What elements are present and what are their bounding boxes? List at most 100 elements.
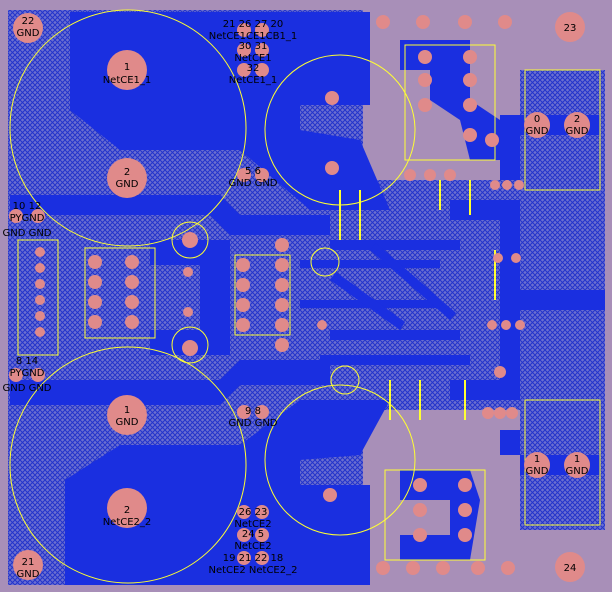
pad[interactable] [413, 528, 427, 542]
pad[interactable] [125, 275, 139, 289]
pad[interactable] [485, 133, 499, 147]
pad[interactable] [237, 43, 251, 57]
pad-right-bot-gnd-1a[interactable] [524, 452, 550, 478]
pad[interactable] [237, 63, 251, 77]
pad[interactable] [255, 23, 269, 37]
pad[interactable] [463, 128, 477, 142]
pad-ce2-pin1[interactable] [107, 395, 147, 435]
pad[interactable] [514, 180, 524, 190]
pad[interactable] [501, 320, 511, 330]
pad[interactable] [463, 73, 477, 87]
pad[interactable] [237, 528, 251, 542]
pad[interactable] [237, 405, 251, 419]
pad[interactable] [506, 407, 518, 419]
pad[interactable] [35, 279, 45, 289]
pad[interactable] [255, 168, 269, 182]
pad[interactable] [458, 528, 472, 542]
pad[interactable] [511, 253, 521, 263]
pad[interactable] [35, 263, 45, 273]
pad[interactable] [9, 209, 23, 223]
pad[interactable] [413, 503, 427, 517]
pad[interactable] [376, 561, 390, 575]
mounting-hole-br[interactable] [555, 552, 585, 582]
pad[interactable] [323, 488, 337, 502]
pad[interactable] [458, 503, 472, 517]
pad[interactable] [463, 98, 477, 112]
pad[interactable] [275, 338, 289, 352]
pad[interactable] [436, 561, 450, 575]
pad[interactable] [182, 340, 198, 356]
pad[interactable] [418, 73, 432, 87]
pad[interactable] [376, 15, 390, 29]
pad[interactable] [493, 253, 503, 263]
pad[interactable] [501, 561, 515, 575]
pad-right-top-gnd-2[interactable] [564, 112, 590, 138]
pad[interactable] [275, 238, 289, 252]
pad[interactable] [255, 505, 269, 519]
pad[interactable] [515, 320, 525, 330]
pad[interactable] [88, 315, 102, 329]
pad[interactable] [275, 278, 289, 292]
pad[interactable] [236, 318, 250, 332]
pad[interactable] [482, 407, 494, 419]
pad[interactable] [416, 15, 430, 29]
pad[interactable] [471, 561, 485, 575]
pad[interactable] [463, 50, 477, 64]
pad[interactable] [413, 478, 427, 492]
pad[interactable] [88, 295, 102, 309]
pad[interactable] [317, 320, 327, 330]
pad[interactable] [35, 295, 45, 305]
pad[interactable] [487, 320, 497, 330]
pad[interactable] [404, 169, 416, 181]
pad[interactable] [183, 267, 193, 277]
pad-ce2-pin2[interactable] [107, 488, 147, 528]
pad[interactable] [275, 298, 289, 312]
pad[interactable] [255, 551, 269, 565]
pad[interactable] [35, 327, 45, 337]
pad[interactable] [236, 258, 250, 272]
pad-right-top-gnd-0[interactable] [524, 112, 550, 138]
pad[interactable] [275, 258, 289, 272]
pad[interactable] [255, 405, 269, 419]
mounting-hole-tr[interactable] [555, 12, 585, 42]
pad[interactable] [255, 63, 269, 77]
pad[interactable] [88, 255, 102, 269]
pad[interactable] [182, 232, 198, 248]
mounting-hole-bl[interactable] [13, 550, 43, 580]
pad[interactable] [494, 407, 506, 419]
mounting-hole-tl[interactable] [13, 13, 43, 43]
pad[interactable] [88, 275, 102, 289]
pad[interactable] [237, 551, 251, 565]
pad[interactable] [255, 528, 269, 542]
pad[interactable] [236, 278, 250, 292]
pad[interactable] [237, 505, 251, 519]
pad[interactable] [325, 91, 339, 105]
pad[interactable] [255, 43, 269, 57]
pad[interactable] [125, 255, 139, 269]
pad[interactable] [125, 295, 139, 309]
pad[interactable] [424, 169, 436, 181]
pad[interactable] [275, 318, 289, 332]
pad[interactable] [458, 15, 472, 29]
pad[interactable] [494, 366, 506, 378]
pad[interactable] [502, 180, 512, 190]
pad-right-bot-gnd-1b[interactable] [564, 452, 590, 478]
pad-ce1-pin2[interactable] [107, 158, 147, 198]
pad[interactable] [444, 169, 456, 181]
pad[interactable] [498, 15, 512, 29]
pad[interactable] [31, 368, 45, 382]
pad[interactable] [35, 311, 45, 321]
pad[interactable] [125, 315, 139, 329]
pad[interactable] [236, 298, 250, 312]
pad[interactable] [9, 368, 23, 382]
pad[interactable] [183, 307, 193, 317]
pad[interactable] [237, 23, 251, 37]
pad[interactable] [406, 561, 420, 575]
pad[interactable] [35, 247, 45, 257]
pad[interactable] [237, 168, 251, 182]
pad[interactable] [31, 209, 45, 223]
pad-ce1-pin1[interactable] [107, 50, 147, 90]
pad[interactable] [418, 98, 432, 112]
pad[interactable] [458, 478, 472, 492]
